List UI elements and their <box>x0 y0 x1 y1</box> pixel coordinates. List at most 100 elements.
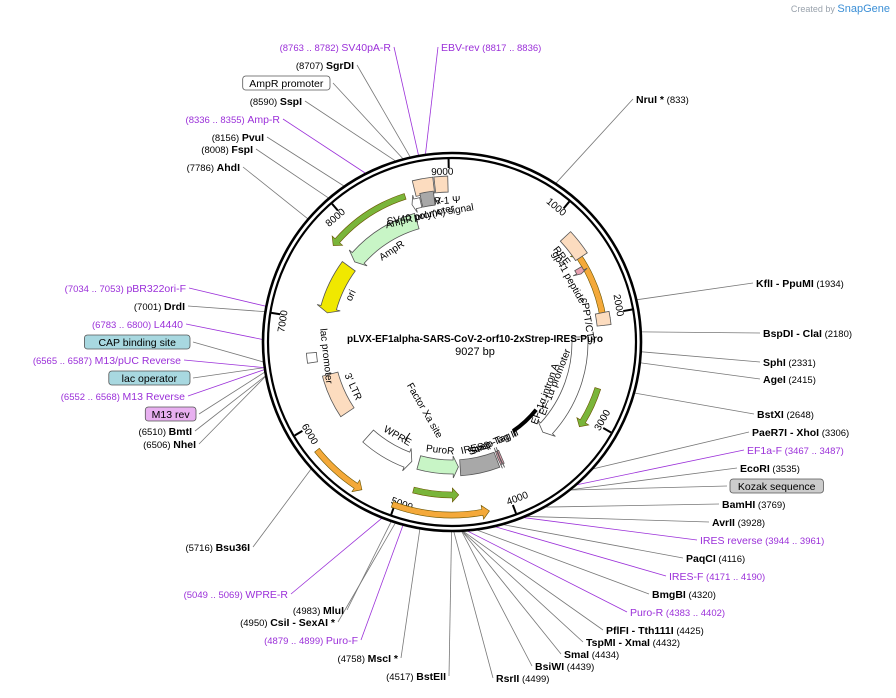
drdi-leader <box>187 305 265 313</box>
bamhi-site-label[interactable]: BamHI (3769) <box>722 499 785 511</box>
ampr-feature[interactable] <box>348 212 420 267</box>
avrii-site-label[interactable]: AvrII (3928) <box>712 517 765 529</box>
m13rev-site-label[interactable]: M13 rev <box>144 406 197 422</box>
tspmi-site-label[interactable]: TspMI - XmaI (4432) <box>586 637 680 649</box>
lacop-site-label[interactable]: lac operator <box>108 370 191 386</box>
bsiwi-site-label[interactable]: BsiWI (4439) <box>535 661 594 673</box>
ebvrev-leader <box>425 46 439 154</box>
ecori-site-label[interactable]: EcoRI (3535) <box>740 463 800 475</box>
bmgbi-site-label[interactable]: BmgBI (4320) <box>652 589 716 601</box>
bsu36i-leader <box>252 469 312 548</box>
kfli-site-label[interactable]: KflI - PpuMI (1934) <box>756 278 844 290</box>
puro-label: PuroR <box>425 443 454 457</box>
purof-name: Puro-F <box>326 635 358 647</box>
csii-site-label[interactable]: (4950) CsiI - SexAI * <box>240 617 336 629</box>
bstxi-site-label[interactable]: BstXI (2648) <box>757 409 814 421</box>
bsu36i-site-label[interactable]: (5716) Bsu36I <box>185 542 250 554</box>
sspi-site-label[interactable]: (8590) SspI <box>250 96 302 108</box>
map-title: pLVX-EF1alpha-SARS-CoV-2-orf10-2xStrep-I… <box>347 334 603 345</box>
nrui-site-label[interactable]: NruI * (833) <box>636 94 689 106</box>
strep1-feature[interactable] <box>495 446 505 468</box>
ires2-feature[interactable] <box>459 451 501 477</box>
sphi-site-label[interactable]: SphI (2331) <box>763 357 816 369</box>
rsrii-pos: (4499) <box>519 674 549 685</box>
agei-site-label[interactable]: AgeI (2415) <box>763 374 816 386</box>
kfli-pos: (1934) <box>814 279 844 290</box>
snapgene-logo-text: SnapGene <box>837 3 890 15</box>
kozak-site-label[interactable]: Kozak sequence <box>729 478 824 494</box>
ahdi-leader <box>242 166 308 219</box>
sspi-pos: (8590) <box>250 97 280 108</box>
lac-feature[interactable] <box>306 351 318 364</box>
ecori-text: EcoRI (3535) <box>740 463 800 475</box>
pbr322-site-label[interactable]: (7034 .. 7053) pBR322ori-F <box>65 283 186 295</box>
paer7i-site-label[interactable]: PaeR7I - XhoI (3306) <box>752 427 849 439</box>
l4440-name: L4440 <box>154 319 183 331</box>
purof-leader <box>360 525 404 641</box>
gp41-feature[interactable] <box>572 266 588 277</box>
puro-feature[interactable] <box>416 455 459 479</box>
ef1af-site-label[interactable]: EF1a-F (3467 .. 3487) <box>747 445 844 457</box>
ori-feature[interactable] <box>316 260 356 314</box>
cppt-feature[interactable] <box>594 310 612 327</box>
nhei-site-label[interactable]: (6506) NheI <box>143 439 196 451</box>
m13puc-pos: (6565 .. 6587) <box>33 356 95 367</box>
ampr-primer-site-label[interactable]: (8336 .. 8355) Amp-R <box>186 114 281 126</box>
purof-site-label[interactable]: (4879 .. 4899) Puro-F <box>264 635 358 647</box>
mlui-site-label[interactable]: (4983) MluI <box>293 605 344 617</box>
tick-label: 2000 <box>610 293 625 317</box>
rsrii-site-label[interactable]: RsrII (4499) <box>496 673 549 685</box>
l4440-site-label[interactable]: (6783 .. 6800) L4440 <box>92 319 183 331</box>
amprpro-site-label[interactable]: AmpR promoter <box>242 75 331 91</box>
m13rev-box <box>144 406 197 422</box>
strep2-feature[interactable] <box>493 447 503 469</box>
ltr3-feature[interactable] <box>321 371 355 418</box>
pflfi-site-label[interactable]: PflFI - Tth111I (4425) <box>606 625 704 637</box>
fspi-site-label[interactable]: (8008) FspI <box>201 144 253 156</box>
wprer-site-label[interactable]: (5049 .. 5069) WPRE-R <box>184 589 289 601</box>
smai-site-label[interactable]: SmaI (4434) <box>564 649 619 661</box>
purof-text: (4879 .. 4899) Puro-F <box>264 635 358 647</box>
iresrev-site-label[interactable]: IRES reverse (3944 .. 3961) <box>700 535 824 547</box>
m13rev-name: M13 rev <box>152 409 191 421</box>
sv40par-text: (8763 .. 8782) SV40pA-R <box>280 42 392 54</box>
l4440-leader <box>185 323 263 340</box>
m13reverse-site-label[interactable]: (6552 .. 6568) M13 Reverse <box>61 391 185 403</box>
hiv-feature[interactable] <box>433 175 449 194</box>
backbone-inner-strand <box>266 156 638 528</box>
ebvrev-site-label[interactable]: EBV-rev (8817 .. 8836) <box>441 42 541 54</box>
rre-feature[interactable] <box>559 231 588 262</box>
ahdi-site-label[interactable]: (7786) AhdI <box>187 162 241 174</box>
cap-site-label[interactable]: CAP binding site <box>84 334 191 350</box>
smai-pos: (4434) <box>589 650 619 661</box>
bspdi-site-label[interactable]: BspDI - ClaI (2180) <box>763 328 852 340</box>
bsteii-site-label[interactable]: (4517) BstEII <box>386 671 446 683</box>
iresf-site-label[interactable]: IRES-F (4171 .. 4190) <box>669 571 765 583</box>
tick-mark <box>271 311 281 316</box>
bsu36i-pos: (5716) <box>185 543 215 554</box>
sgrdi-site-label[interactable]: (8707) SgrDI <box>296 60 354 72</box>
paqci-site-label[interactable]: PaqCI (4116) <box>686 553 745 565</box>
cap-box <box>84 334 191 350</box>
ampr-primer-pos: (8336 .. 8355) <box>186 115 248 126</box>
snapgene-credit: Created by SnapGene <box>791 3 890 15</box>
drdi-site-label[interactable]: (7001) DrdI <box>134 301 185 313</box>
msci-site-label[interactable]: (4758) MscI * <box>338 653 399 665</box>
smai-leader <box>462 531 562 655</box>
kozak-leader <box>571 485 728 491</box>
wpre-feature[interactable] <box>362 429 413 472</box>
bsu36i-text: (5716) Bsu36I <box>185 542 250 554</box>
puror-site-label[interactable]: Puro-R (4383 .. 4402) <box>630 607 725 619</box>
sv40-feature[interactable] <box>419 190 436 208</box>
smai-text: SmaI (4434) <box>564 649 619 661</box>
kfli-leader <box>637 282 754 301</box>
ef1a-feature[interactable] <box>537 336 589 437</box>
bmti-site-label[interactable]: (6510) BmtI <box>139 426 193 438</box>
m13puc-site-label[interactable]: (6565 .. 6587) M13/pUC Reverse <box>33 355 181 367</box>
pvui-site-label[interactable]: (8156) PvuI <box>212 132 264 144</box>
amppro-feature[interactable] <box>411 195 423 213</box>
sphi-pos: (2331) <box>786 358 816 369</box>
sv40par-site-label[interactable]: (8763 .. 8782) SV40pA-R <box>280 42 392 54</box>
ahdi-name: AhdI <box>217 162 240 174</box>
